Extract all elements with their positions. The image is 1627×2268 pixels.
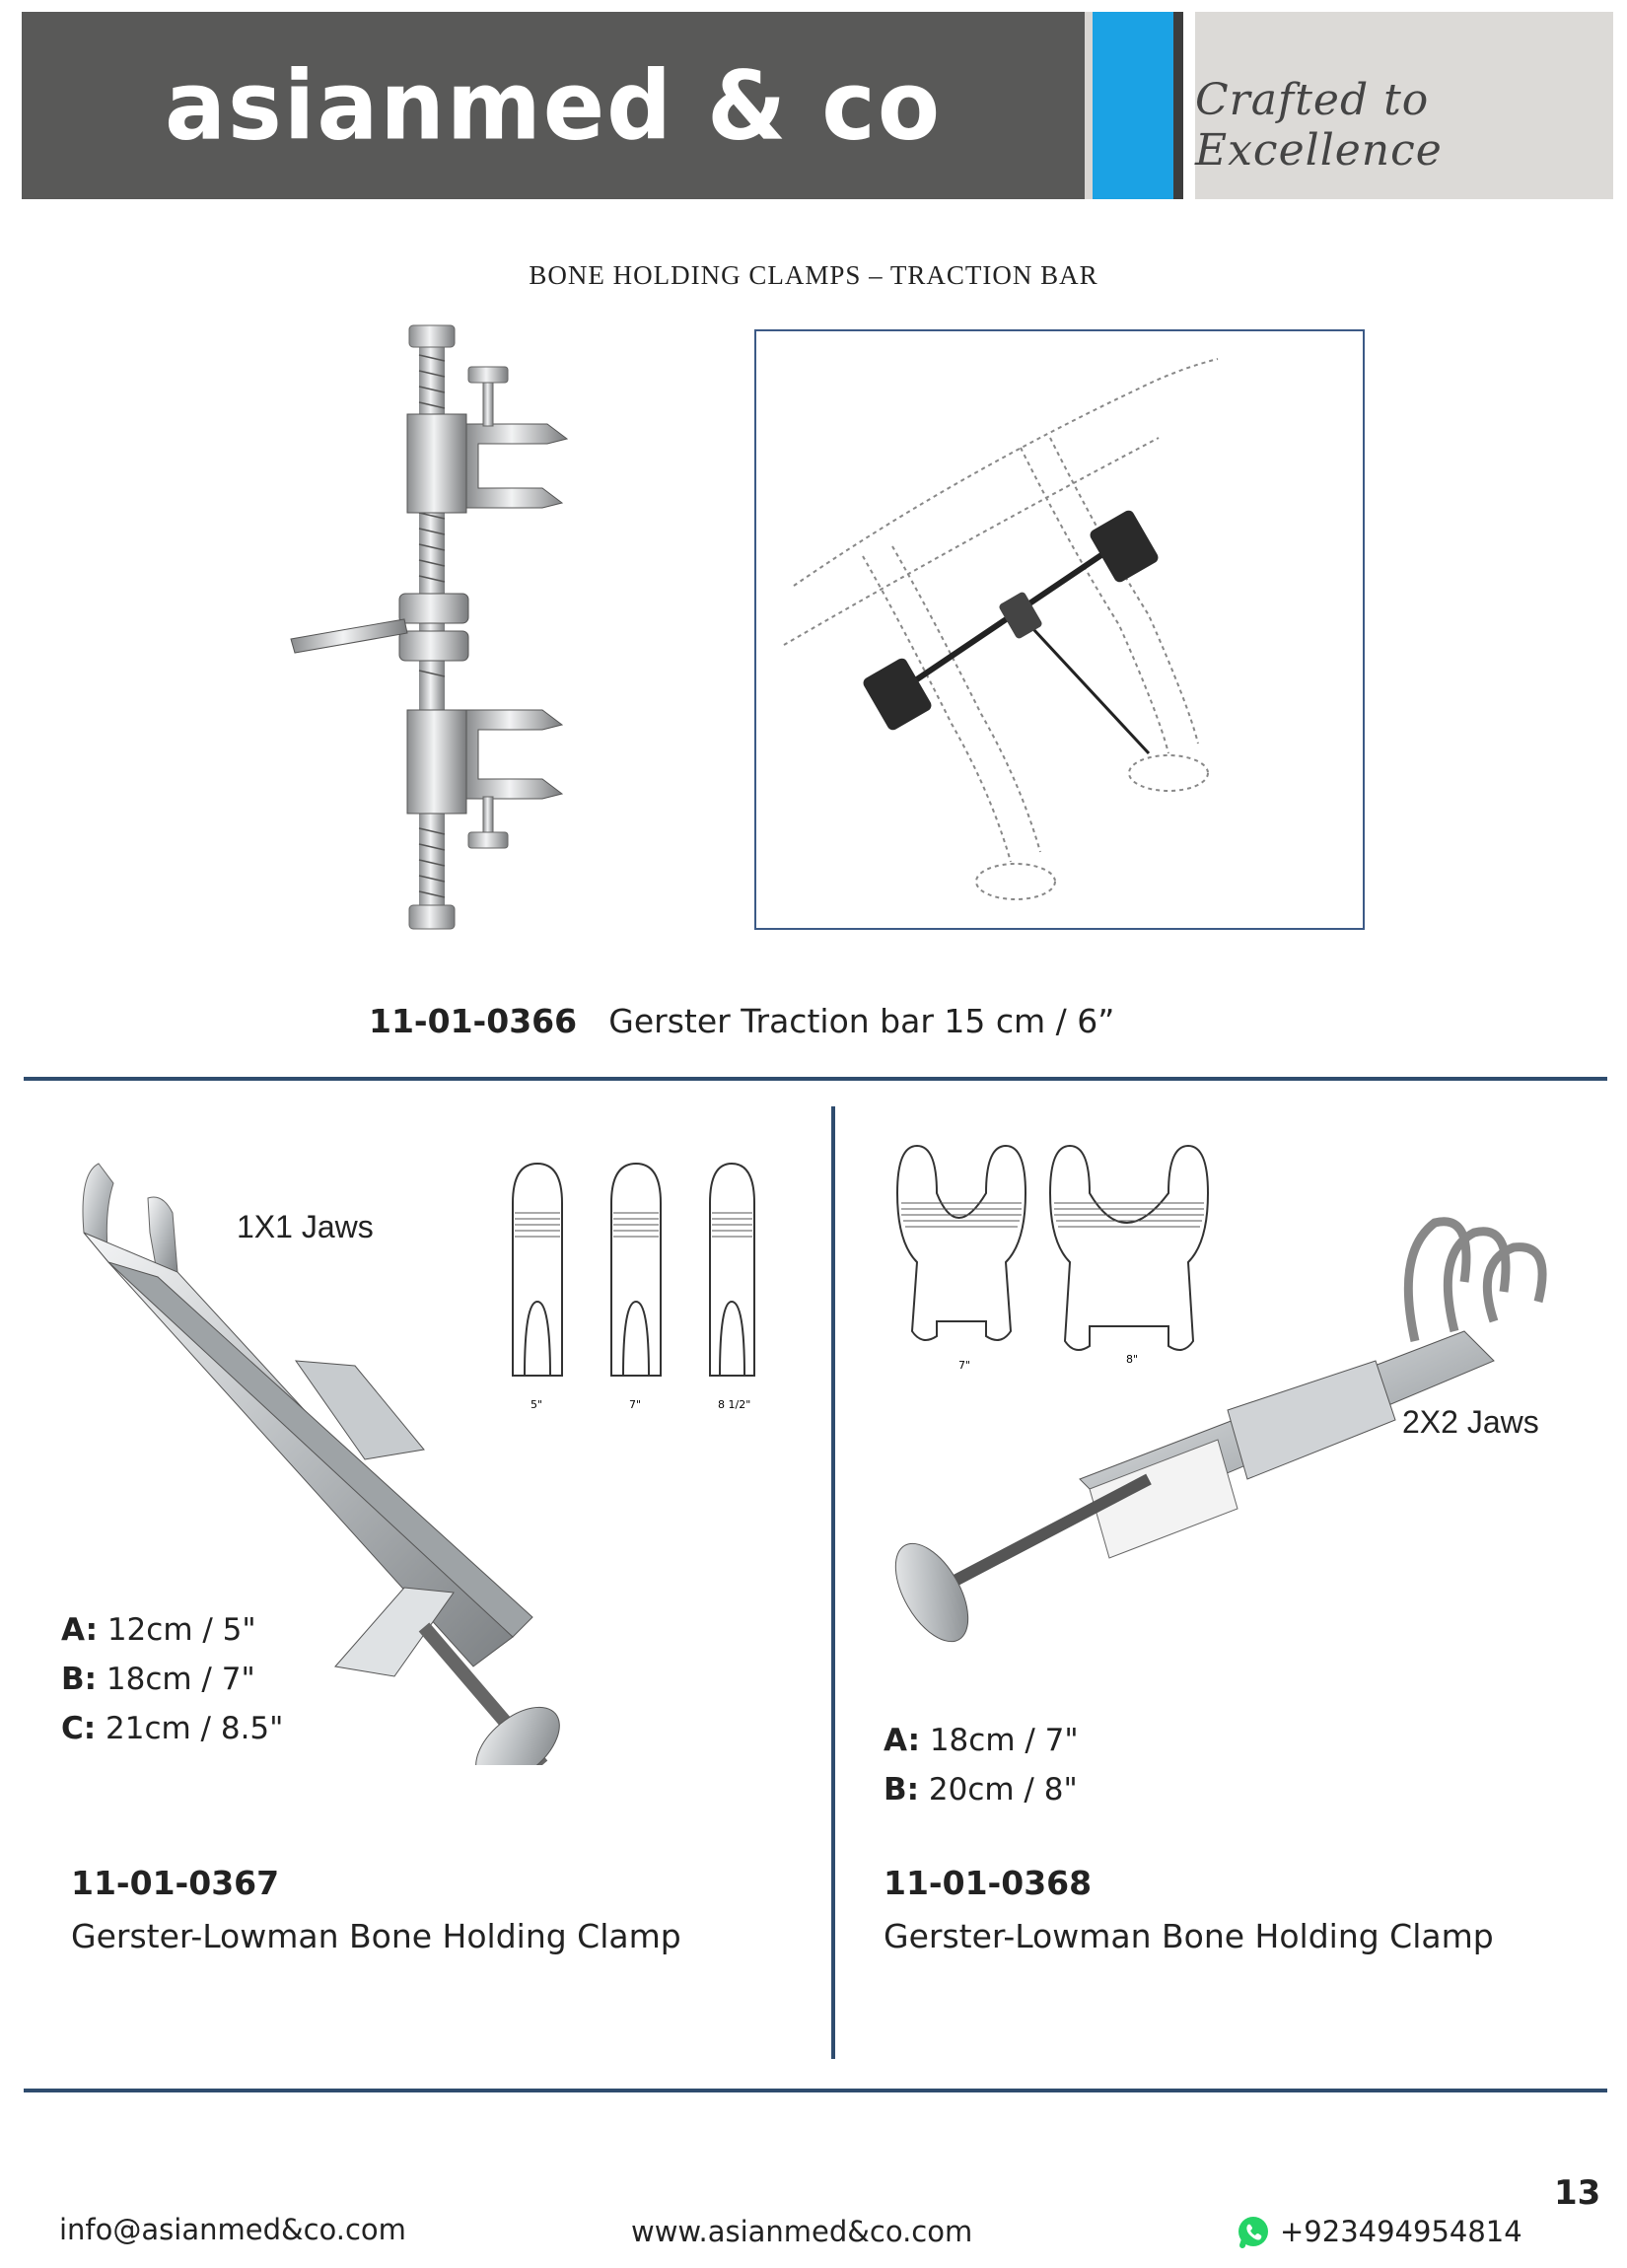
jaw-size-label: 8 1/2": [718, 1398, 750, 1411]
section-title: BONE HOLDING CLAMPS – TRACTION BAR: [529, 260, 1098, 290]
product-caption: 11-01-0366 Gerster Traction bar 15 cm / …: [369, 1002, 1114, 1040]
divider-line: [24, 2089, 1607, 2092]
product-name: Gerster Traction bar 15 cm / 6”: [608, 1002, 1115, 1040]
header-accent-bar: [1093, 12, 1173, 199]
jaw-size-label: 8": [1126, 1353, 1138, 1366]
header-banner: [22, 12, 1085, 199]
size-item: A: 12cm / 5": [61, 1612, 256, 1648]
jaw-size-label: 7": [629, 1398, 641, 1411]
product-name: Gerster-Lowman Bone Holding Clamp: [71, 1917, 681, 1955]
bone-clamp-2x2-image: [894, 1217, 1547, 1643]
jaw-size-label: 5": [531, 1398, 542, 1411]
footer-phone-group[interactable]: +923494954814: [1235, 2213, 1522, 2250]
footer-email[interactable]: info@asianmed&co.com: [59, 2213, 406, 2246]
jaw-size-diagram: 5" 7" 8 1/2": [512, 1162, 755, 1411]
header-divider: [1085, 12, 1093, 199]
page-number: 13: [1554, 2173, 1601, 2213]
product-code: 11-01-0366: [369, 1002, 578, 1040]
tagline: Crafted to Excellence: [1195, 12, 1613, 199]
bone-clamp-1x1-image: [82, 1163, 560, 1765]
traction-bar-diagram: [754, 329, 1365, 930]
jaws-label: 2X2 Jaws: [1402, 1404, 1539, 1440]
header-divider: [1173, 12, 1183, 199]
size-list: A: 12cm / 5" B: 18cm / 7" C: 21cm / 8.5": [61, 1605, 283, 1753]
size-list: A: 18cm / 7" B: 20cm / 8": [884, 1716, 1079, 1814]
product-code: 11-01-0367: [71, 1864, 280, 1902]
tagline-text: Crafted to Excellence: [1195, 75, 1443, 176]
tagline-panel: [1195, 12, 1613, 199]
traction-bar-image: [290, 324, 569, 930]
size-item: B: 18cm / 7": [61, 1662, 255, 1697]
brand-logo-text: asianmed & co: [164, 49, 943, 162]
size-item: A: 18cm / 7": [884, 1723, 1079, 1758]
size-item: C: 21cm / 8.5": [61, 1711, 284, 1746]
footer-phone: +923494954814: [1280, 2215, 1522, 2248]
footer-website[interactable]: www.asianmed&co.com: [631, 2215, 973, 2248]
jaw-size-label: 7": [958, 1359, 970, 1372]
brand-logo: asianmed & co: [22, 12, 1085, 199]
jaw-size-diagram: 7" 8": [895, 1144, 1210, 1372]
product-code: 11-01-0368: [884, 1864, 1093, 1902]
divider-line: [24, 1077, 1607, 1081]
column-divider: [831, 1106, 835, 2059]
jaws-label: 1X1 Jaws: [237, 1209, 374, 1244]
product-name: Gerster-Lowman Bone Holding Clamp: [884, 1917, 1494, 1955]
whatsapp-icon: [1238, 2217, 1268, 2248]
size-item: B: 20cm / 8": [884, 1772, 1078, 1807]
